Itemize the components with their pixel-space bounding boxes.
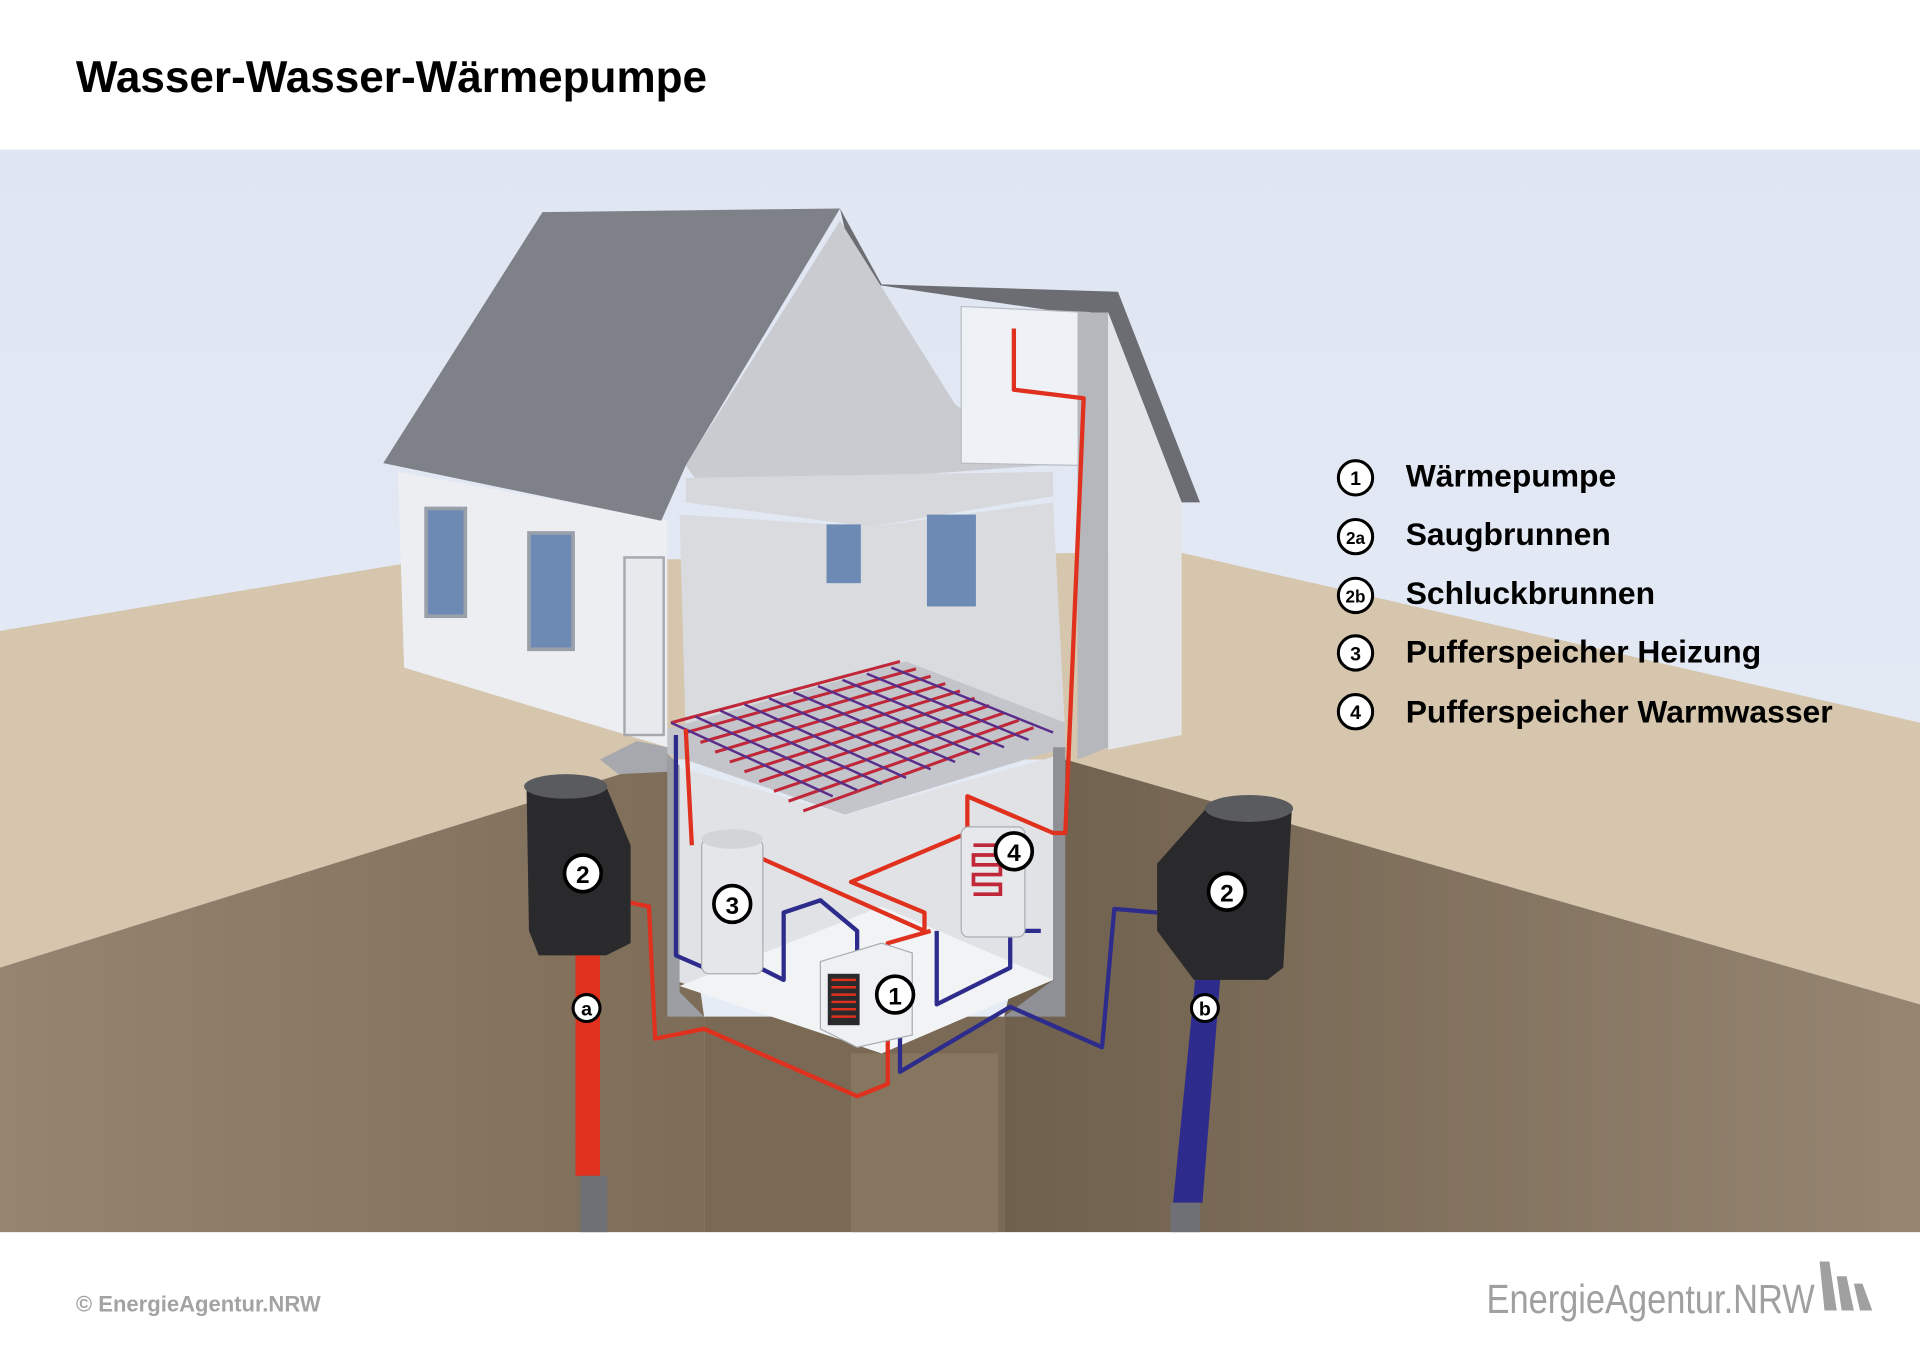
entrance-steps: [600, 741, 668, 775]
logo-text: EnergieAgentur.NRW: [1487, 1276, 1815, 1322]
legend-marker: 2b: [1346, 587, 1366, 607]
roof-left: [383, 208, 840, 521]
attic-interior: [685, 220, 1041, 491]
cold-pipe: [758, 898, 860, 983]
door: [623, 556, 665, 737]
heat-pump-unit: [819, 942, 913, 1048]
energieagentur-logo: EnergieAgentur.NRW: [1487, 1261, 1873, 1322]
marker-buffer-heating: 3: [712, 883, 753, 925]
legend: 1 Wärmepumpe 2a Saugbrunnen 2b Schluckbr…: [1336, 457, 1833, 731]
window: [527, 531, 575, 652]
legend-label: Pufferspeicher Warmwasser: [1406, 694, 1833, 730]
legend-marker: 1: [1350, 468, 1361, 490]
hot-pipe: [758, 328, 1086, 934]
legend-item: 4 Pufferspeicher Warmwasser: [1336, 693, 1833, 731]
house-right-outer-wall: [1108, 312, 1182, 750]
upper-floor-slab: [685, 471, 1054, 527]
bathroom-tiles: [960, 305, 1091, 467]
window: [826, 524, 861, 584]
house: [383, 208, 1200, 1054]
legend-item: 3 Pufferspeicher Heizung: [1336, 634, 1762, 672]
legend-label: Wärmepumpe: [1406, 457, 1616, 493]
legend-marker: 3: [1350, 643, 1361, 665]
floor-heating: [670, 660, 1054, 813]
marker-buffer-hot-water: 4: [993, 831, 1035, 872]
marker-label: 1: [888, 983, 902, 1010]
legend-marker: 4: [1350, 702, 1361, 724]
house-right-wall: [1077, 312, 1109, 760]
hot-pipe: [683, 728, 694, 846]
legend-label: Pufferspeicher Heizung: [1406, 634, 1762, 670]
legend-label: Schluckbrunnen: [1406, 575, 1655, 611]
marker-pipe-b: b: [1189, 993, 1220, 1024]
legend-marker: 2a: [1346, 528, 1366, 548]
marker-pipe-a: a: [571, 993, 602, 1024]
legend-item: 1 Wärmepumpe: [1336, 457, 1616, 497]
marker-well-left: 2: [562, 853, 604, 894]
marker-heat-pump: 1: [874, 974, 916, 1015]
pipe-casing: [580, 1175, 608, 1233]
legend-item: 2b Schluckbrunnen: [1336, 575, 1655, 615]
pipe-casing: [1170, 1202, 1200, 1233]
page-title: Wasser-Wasser-Wärmepumpe: [76, 53, 707, 102]
pit-column: [851, 1053, 998, 1233]
window: [926, 514, 976, 607]
earth-left-face: [0, 759, 705, 1233]
basement-outer-wall-right: [1004, 747, 1066, 1017]
marker-label: 2: [1220, 881, 1234, 908]
marker-label: a: [581, 998, 593, 1020]
marker-label: 4: [1007, 840, 1021, 867]
marker-label: b: [1199, 998, 1211, 1020]
roof-gable: [840, 208, 1200, 503]
logo-mark: [1819, 1261, 1873, 1311]
legend-label: Saugbrunnen: [1406, 516, 1611, 552]
suction-pipe: [575, 930, 600, 1176]
cold-pipe: [897, 906, 1158, 1074]
window: [424, 506, 468, 619]
marker-well-right: 2: [1206, 871, 1248, 912]
marker-label: 2: [576, 862, 590, 889]
cold-pipe: [673, 735, 705, 970]
copyright: © EnergieAgentur.NRW: [76, 1292, 321, 1317]
legend-item: 2a Saugbrunnen: [1336, 516, 1611, 556]
scene-markers: 2 2 3 4 1 a b: [562, 831, 1248, 1024]
marker-label: 3: [725, 893, 739, 920]
